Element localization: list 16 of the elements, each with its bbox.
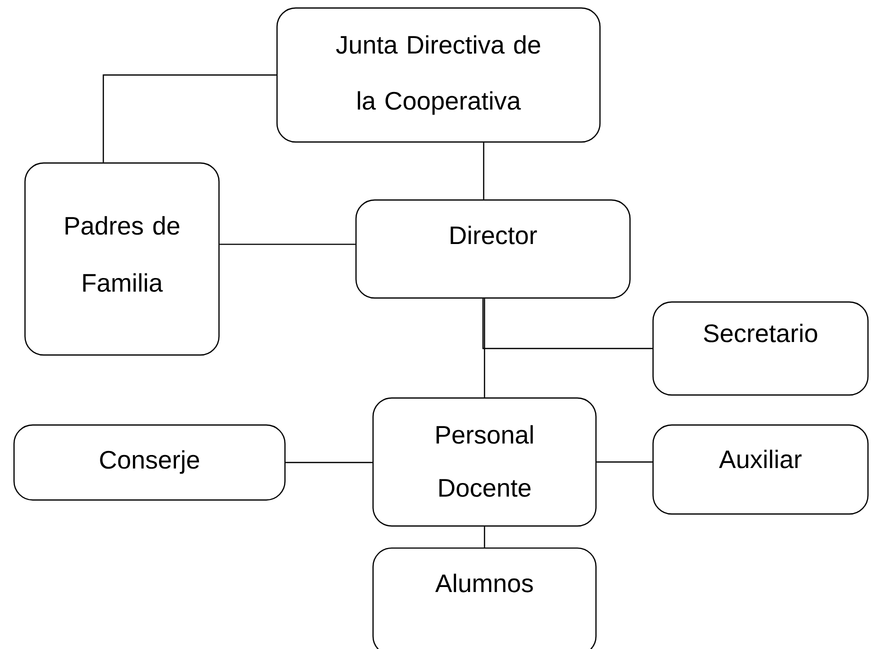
- org-box: Padres de Familia: [24, 162, 220, 356]
- connector-line: [484, 526, 486, 548]
- org-box: Alumnos: [372, 547, 597, 649]
- org-box: Junta Directiva de la Cooperativa: [276, 7, 601, 143]
- connector-line: [102, 74, 276, 162]
- connector-line: [286, 462, 372, 464]
- connector-line: [484, 298, 486, 398]
- connector-line: [220, 244, 356, 245]
- org-box: Director: [355, 199, 631, 299]
- connector-line: [483, 142, 484, 200]
- connector-line: [596, 461, 652, 463]
- org-box: Auxiliar: [652, 424, 869, 515]
- org-box: Secretario: [652, 301, 869, 396]
- org-box: Personal Docente: [372, 397, 597, 527]
- connector-line: [482, 298, 652, 350]
- org-box: Conserje: [13, 424, 286, 501]
